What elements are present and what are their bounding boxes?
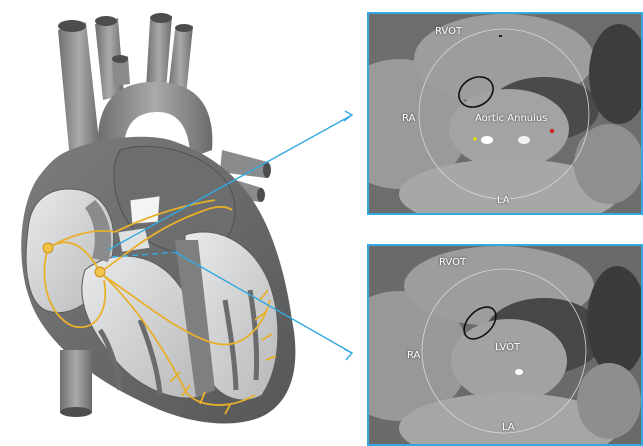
atrioventricular-node <box>95 267 105 277</box>
label-ra: RA <box>402 113 415 124</box>
ct-panel-aortic-annulus: RVOT RA Aortic Annulus LA <box>367 12 643 215</box>
label-la: LA <box>497 195 510 206</box>
ct-panel-lvot: RVOT RA LVOT LA <box>367 244 643 446</box>
label-rvot: RVOT <box>435 26 462 37</box>
sinoatrial-node <box>43 243 53 253</box>
label-ra: RA <box>407 350 420 361</box>
label-aortic-annulus: Aortic Annulus <box>475 113 547 124</box>
label-la: LA <box>502 422 515 433</box>
label-lvot: LVOT <box>495 342 520 353</box>
label-rvot: RVOT <box>439 257 466 268</box>
